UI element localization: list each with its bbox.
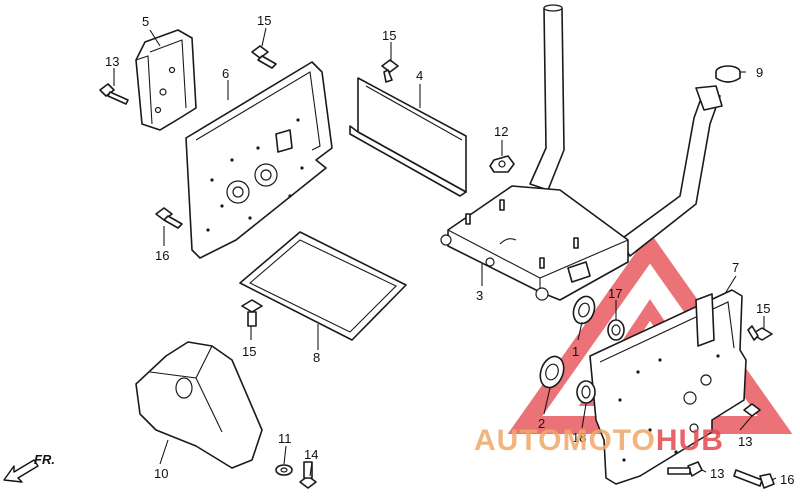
label-part-17: 17 <box>608 286 622 301</box>
bolt-15-lower[interactable] <box>241 299 263 327</box>
gasket-part-1[interactable] <box>570 293 598 326</box>
bolt-15-mid[interactable] <box>381 59 399 83</box>
label-part-2: 2 <box>538 416 545 431</box>
label-part-14: 14 <box>304 447 318 462</box>
label-part-18: 18 <box>572 430 586 445</box>
label-part-8: 8 <box>313 350 320 365</box>
studs <box>465 199 579 269</box>
front-direction-marker: FR. <box>3 452 55 483</box>
bolt-16-left[interactable] <box>155 207 183 229</box>
heat-shield-part-10[interactable] <box>135 341 263 469</box>
label-part-5: 5 <box>142 14 149 29</box>
part-number-labels: 5 15 15 4 13 6 12 9 16 15 8 3 7 15 17 1 … <box>105 13 794 487</box>
leader-lines <box>113 27 777 481</box>
label-part-13-left: 13 <box>105 54 119 69</box>
bracket-part-7[interactable] <box>589 289 747 485</box>
bracket-part-5[interactable] <box>135 29 197 131</box>
label-part-15-mid: 15 <box>382 28 396 43</box>
label-part-15-right: 15 <box>756 301 770 316</box>
gasket-part-2[interactable] <box>536 353 568 391</box>
bolt-13-left[interactable] <box>99 83 129 105</box>
label-part-9: 9 <box>756 65 763 80</box>
label-part-13-right: 13 <box>738 434 752 449</box>
bolt-13-right[interactable] <box>743 403 761 417</box>
label-part-3: 3 <box>476 288 483 303</box>
bolt-13-bottom[interactable] <box>667 461 703 477</box>
ring-part-18[interactable] <box>576 380 596 404</box>
label-part-13-bottom: 13 <box>710 466 724 481</box>
front-arrow-icon <box>3 459 39 483</box>
label-part-15-lower: 15 <box>242 344 256 359</box>
label-part-4: 4 <box>416 68 423 83</box>
cap-part-9[interactable] <box>715 65 741 83</box>
label-part-7: 7 <box>732 260 739 275</box>
bolt-15-right[interactable] <box>747 325 773 341</box>
washer-11[interactable] <box>275 464 293 476</box>
bolt-16-bottom[interactable] <box>733 469 775 489</box>
front-label: FR. <box>34 452 55 467</box>
label-part-11: 11 <box>278 431 292 446</box>
muffler-part-3[interactable] <box>440 4 723 301</box>
plate-part-6[interactable] <box>185 61 333 259</box>
label-part-1: 1 <box>572 344 579 359</box>
watermark-text-red: HUB <box>656 424 724 457</box>
watermark-text-orange: AUTOMOTO <box>474 424 656 457</box>
nut-part-12[interactable] <box>489 155 515 173</box>
ring-part-17[interactable] <box>607 319 625 341</box>
bolt-15-top[interactable] <box>251 45 277 69</box>
label-part-6: 6 <box>222 66 229 81</box>
label-part-16-left: 16 <box>155 248 169 263</box>
label-part-10: 10 <box>154 466 168 481</box>
gasket-part-8[interactable] <box>239 231 407 341</box>
bolt-14[interactable] <box>299 461 317 489</box>
label-part-16-bottom: 16 <box>780 472 794 487</box>
cover-part-4[interactable] <box>349 77 467 197</box>
label-part-15-top: 15 <box>257 13 271 28</box>
watermark-text: AUTOMOTOHUB <box>474 424 724 457</box>
label-part-12: 12 <box>494 124 508 139</box>
svg-text:AUTOMOTOHUB: AUTOMOTOHUB <box>474 424 724 457</box>
